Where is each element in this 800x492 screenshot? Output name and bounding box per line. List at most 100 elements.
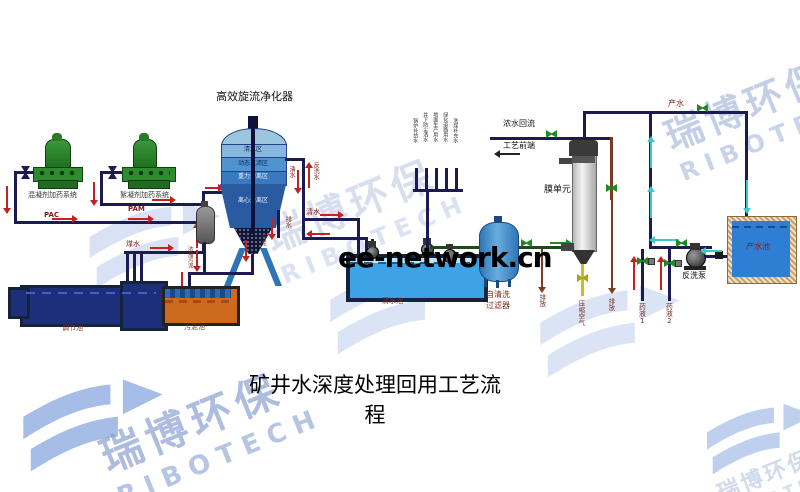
clean-pool-label: 清水池 <box>382 297 403 305</box>
arrow-up-red <box>630 256 638 290</box>
brand-swoosh-logo <box>703 398 800 488</box>
pipe-pam-line <box>100 203 204 206</box>
membrane-bottom-cone <box>572 250 595 264</box>
backwash-pump-label: 反洗泵 <box>682 271 706 280</box>
filter-top-stub <box>494 216 502 223</box>
valve-pump-suction <box>676 239 687 247</box>
membrane-collar <box>572 156 595 163</box>
regulation-pool-label: 调节池 <box>62 324 83 332</box>
arrow-down-red <box>178 272 186 292</box>
clean-pool-wave <box>350 262 476 264</box>
pipe-pac-line <box>14 221 204 224</box>
pipe-process <box>430 246 479 249</box>
brand-swoosh-logo <box>18 372 168 488</box>
valve-filter-outlet <box>521 239 532 247</box>
brand-swoosh-logo <box>535 278 685 394</box>
discharge-label-1: 排放 <box>537 294 546 307</box>
filter-leg <box>508 279 511 287</box>
valve-chem2-actuator <box>675 260 682 267</box>
arrow-down-brown-discharge <box>538 249 546 293</box>
membrane-top-cap <box>569 140 598 156</box>
flocculant-base <box>128 180 170 189</box>
sludge-label: 污泥 <box>259 234 267 246</box>
manifold-branch <box>445 168 448 189</box>
drain-label: 排水 <box>284 216 292 228</box>
filter-leg <box>496 280 499 288</box>
product-tank-water <box>732 221 790 277</box>
pipe-drain2 <box>610 137 613 200</box>
pool-pump-1-motor <box>368 241 376 247</box>
backwash-pump-motor <box>690 243 700 250</box>
cyclone-title: 高效旋流净化器 <box>216 91 293 103</box>
reuse-user-label: 洗煤补充水 <box>452 118 459 143</box>
sludge-pool-sludge-wave <box>165 300 231 303</box>
chem2-label: 药液2 <box>665 303 674 325</box>
arrow-up-red <box>305 162 313 188</box>
flocculant-motor <box>133 139 157 170</box>
arrow-right-red <box>152 196 176 204</box>
pipe-backwash-return <box>365 237 368 256</box>
pam-label: PAM <box>128 205 145 213</box>
pipe-drain2-top <box>583 137 612 140</box>
pipe-sludge <box>251 254 254 274</box>
pipe-process <box>517 246 573 249</box>
backwash-pump-base <box>684 266 706 270</box>
arrow-down-brown-discharge2 <box>608 200 616 294</box>
flocculant-motor-cap <box>139 133 149 141</box>
coagulant-motor <box>45 139 71 170</box>
pipe-pac-drop <box>14 171 34 174</box>
thickener-cap <box>201 201 208 207</box>
regulation-pool-wave <box>26 292 156 294</box>
clean-water-label: 清水 <box>288 166 296 178</box>
sludge-pool-water <box>165 289 231 298</box>
valve-chem1 <box>637 257 648 265</box>
discharge-label-2: 排放 <box>606 298 615 311</box>
valve-drain2 <box>606 184 617 192</box>
product-tank-wave <box>732 226 790 228</box>
arrow-down-red <box>90 182 98 206</box>
regulation-pool-inlet-box <box>8 287 30 319</box>
arrow-up-teal <box>647 136 655 168</box>
pipe-product-down <box>745 111 748 218</box>
coagulant-motor-cap <box>52 133 62 141</box>
product-water-label: 产水 <box>668 99 684 108</box>
backwash-water-label: 反洗水 <box>312 162 320 180</box>
clean-water-line-label: 清水 <box>306 208 320 216</box>
pipe-concentrate <box>490 137 585 140</box>
arrow-left-teal <box>649 236 679 244</box>
arrow-up-teal <box>647 186 655 218</box>
pipe-pump-line <box>649 246 712 249</box>
arrow-down-red <box>268 218 276 240</box>
arrow-down-teal <box>742 180 751 214</box>
pipe-clean-out <box>302 158 305 240</box>
pipe-backwash-riser <box>649 111 652 247</box>
valve-chem2 <box>664 259 675 267</box>
arrow-left-teal <box>700 247 722 255</box>
thickened-sludge-label: 浓缩污泥 <box>186 246 193 268</box>
pipe-chem1 <box>641 249 644 301</box>
inline-pump <box>443 249 457 263</box>
arrow-left-red <box>306 230 330 238</box>
reuse-user-label: 井下防尘洒水 <box>422 112 429 142</box>
arrow-down-red <box>242 240 250 262</box>
filter-leg <box>484 279 487 287</box>
filter-label-line1: 自清洗 <box>486 290 510 299</box>
pipe-cyclone-inlet <box>204 191 222 194</box>
tank-outlet-connector <box>715 251 723 259</box>
filter-label-line2: 过滤器 <box>486 301 510 310</box>
coagulant-base <box>38 180 78 189</box>
pipe-pam-drop <box>100 171 103 206</box>
valve-air <box>577 274 588 282</box>
manifold-header <box>413 189 463 192</box>
membrane-feed-flange <box>561 243 574 251</box>
membrane-label: 膜单元 <box>544 185 572 195</box>
pipe-membrane-top <box>583 111 586 140</box>
arrow-up-red <box>657 256 665 290</box>
process-front-label: 工艺前端 <box>503 141 535 150</box>
flocculant-system-label: 絮凝剂加药系统 <box>120 191 169 199</box>
pipe-pac-drop <box>14 171 17 224</box>
pipe-chem2 <box>668 249 671 301</box>
manifold-branch <box>435 168 438 189</box>
concentrate-return-label: 浓水回流 <box>503 119 535 128</box>
coagulant-system-label: 混凝剂加药系统 <box>28 191 77 199</box>
